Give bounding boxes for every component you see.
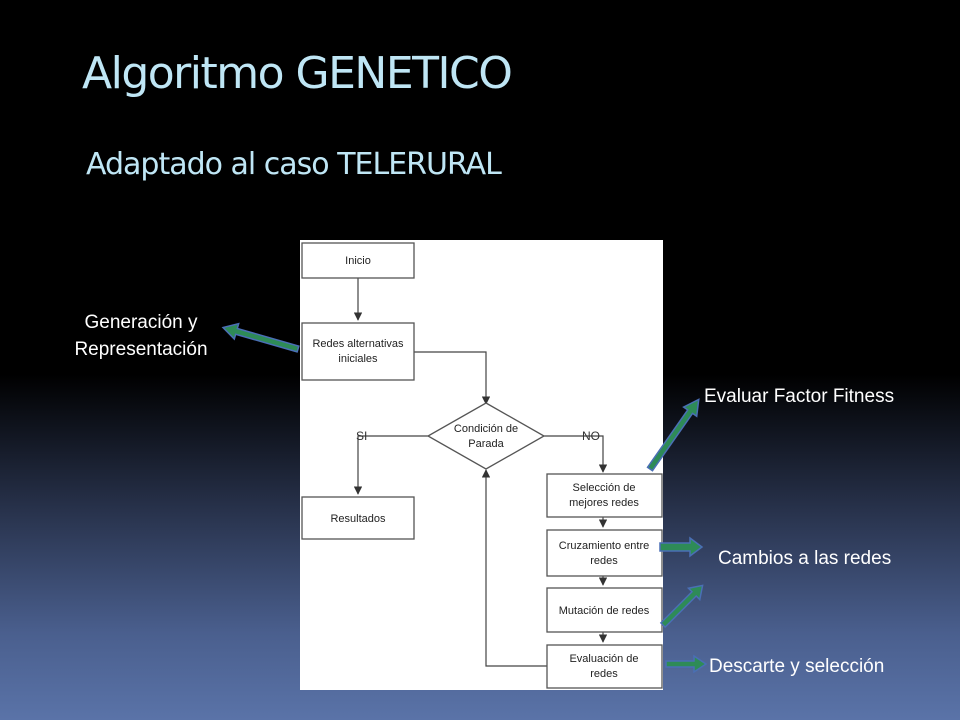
annotation-generation-line2: Representación [74,338,208,360]
annotation-generation-line1: Generación y [84,312,198,333]
label-results: Resultados [330,513,386,525]
node-evaluation [546,644,663,689]
annotation-generation: Generación y Representación [46,310,236,363]
node-mutation [546,587,663,633]
arrow-generation-icon [221,322,300,353]
label-condition-line1: Condición de [454,423,518,435]
node-initial-networks [301,322,415,381]
label-initial-line1: Redes alternativas [312,338,404,350]
node-stop-condition [426,402,546,470]
node-crossover [546,529,663,577]
arrow-fitness-icon [646,398,700,472]
label-evaluation-line1: Evaluación de [569,653,638,665]
connector-evaluation-loop [481,469,547,667]
label-condition-line2: Parada [468,438,504,450]
label-select-line2: mejores redes [569,497,639,509]
annotation-changes: Cambios a las redes [718,548,892,569]
node-results [301,496,415,540]
label-start: Inicio [345,255,371,267]
annotation-fitness: Evaluar Factor Fitness [704,386,895,407]
connector-condition-select [544,435,608,473]
label-yes: SI [356,429,367,443]
connector-initial-condition [414,351,491,405]
slide-subtitle: Adaptado al caso TELERURAL [86,147,502,182]
label-select-line1: Selección de [573,482,636,494]
label-crossover-line1: Cruzamiento entre [559,540,650,552]
arrow-mutation-icon [659,584,704,629]
arrow-changes-icon [659,536,704,558]
node-select-best [546,473,663,518]
connector-condition-results [353,435,428,495]
slide-title: Algoritmo GENETICO [82,48,513,99]
label-initial-line2: iniciales [338,353,378,365]
arrow-discard-icon [665,654,708,674]
annotation-discard: Descarte y selección [709,656,885,677]
node-start [301,242,415,279]
label-crossover-line2: redes [590,555,618,567]
label-evaluation-line2: redes [590,668,618,680]
label-no: NO [582,429,600,443]
label-mutation: Mutación de redes [559,605,650,617]
